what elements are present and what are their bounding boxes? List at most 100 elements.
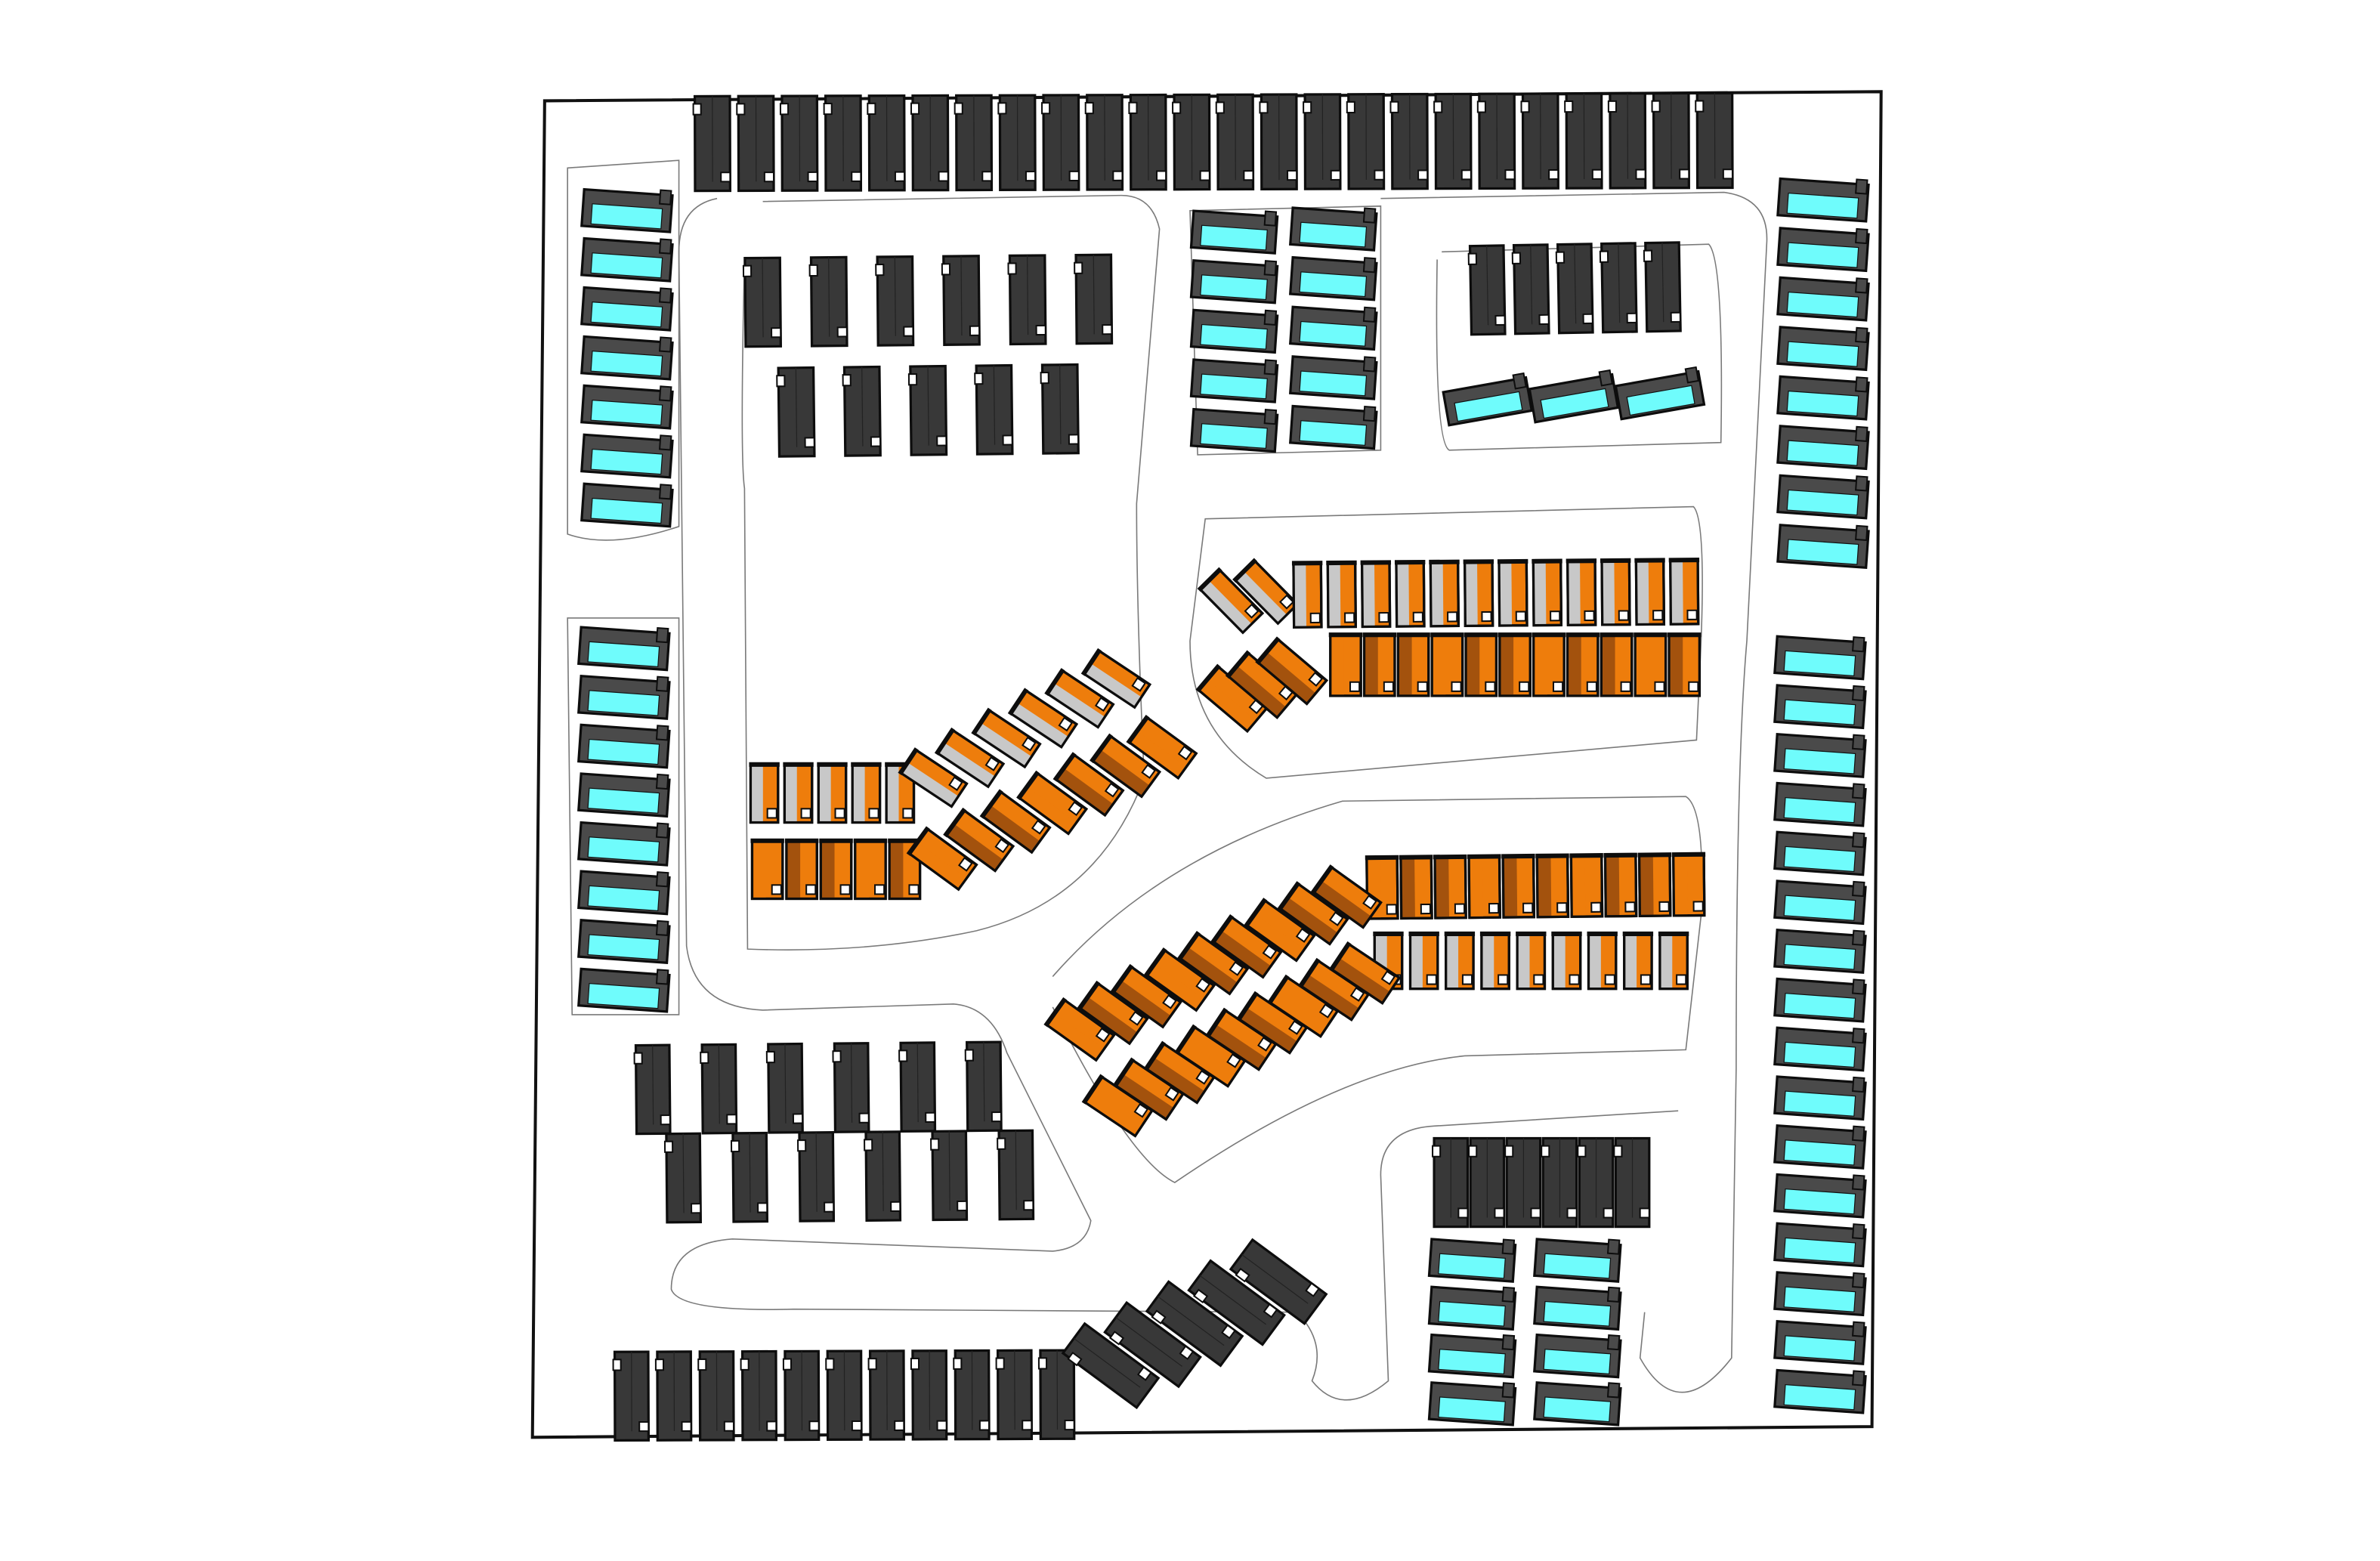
orange-housing-unit	[1310, 864, 1383, 929]
orange-housing-unit	[1126, 715, 1198, 780]
orange-housing-unit	[1255, 636, 1328, 706]
dark-housing-unit	[1520, 92, 1559, 190]
orange-housing-unit	[1467, 854, 1501, 920]
cyan-housing-unit	[1776, 276, 1870, 322]
orange-gray-housing-unit	[1080, 648, 1152, 709]
orange-housing-unit	[1177, 930, 1250, 996]
dark-housing-unit	[1577, 1136, 1615, 1229]
cyan-housing-unit	[1773, 1124, 1867, 1170]
orange-housing-unit	[1668, 632, 1702, 697]
dark-housing-unit	[1128, 93, 1167, 191]
dark-housing-unit	[1346, 93, 1386, 190]
dark-housing-unit	[930, 1130, 969, 1222]
cyan-housing-unit	[580, 335, 674, 381]
orange-housing-unit	[1430, 632, 1464, 697]
dark-housing-unit	[697, 1350, 735, 1442]
dark-housing-unit	[823, 94, 863, 192]
cyan-housing-unit	[1427, 1285, 1517, 1331]
cyan-housing-unit	[1773, 1222, 1867, 1268]
orange-housing-unit	[1566, 632, 1600, 697]
dark-housing-unit	[776, 366, 816, 458]
cyan-housing-unit	[1773, 1319, 1867, 1365]
dark-housing-unit	[796, 1131, 836, 1223]
orange-housing-unit	[784, 838, 819, 901]
cyan-housing-unit	[1773, 684, 1867, 730]
dark-housing-unit	[1564, 92, 1603, 190]
orange-gray-housing-unit	[1600, 558, 1631, 626]
orange-gray-housing-unit	[1007, 688, 1079, 749]
cyan-housing-unit	[1614, 366, 1706, 421]
dark-housing-unit	[941, 255, 981, 346]
cyan-housing-unit	[1776, 425, 1870, 471]
orange-gray-housing-unit	[783, 762, 814, 824]
dark-housing-unit	[1541, 1136, 1578, 1229]
orange-housing-unit	[1143, 947, 1216, 1012]
orange-gray-housing-unit	[1232, 558, 1300, 626]
dark-housing-unit	[692, 94, 732, 193]
orange-gray-housing-unit	[934, 727, 1006, 789]
cyan-housing-unit	[1533, 1238, 1622, 1283]
dark-housing-unit	[736, 94, 775, 193]
dark-housing-unit	[875, 255, 915, 347]
orange-housing-unit	[1569, 853, 1604, 918]
dark-housing-unit	[1599, 242, 1638, 334]
dark-housing-unit	[1074, 253, 1114, 345]
orange-housing-unit	[1077, 980, 1149, 1046]
cyan-housing-unit	[1189, 308, 1279, 354]
orange-gray-housing-unit	[1360, 560, 1392, 629]
orange-gray-housing-unit	[1429, 559, 1460, 628]
orange-housing-unit	[1362, 632, 1397, 697]
orange-housing-unit	[1399, 855, 1433, 920]
cyan-housing-unit	[1427, 1381, 1517, 1427]
orange-gray-housing-unit	[1463, 559, 1494, 628]
dark-housing-unit	[1476, 92, 1516, 190]
orange-gray-housing-unit	[971, 707, 1042, 769]
dark-housing-unit	[1389, 92, 1429, 190]
cyan-housing-unit	[1189, 407, 1279, 453]
cyan-housing-unit	[1288, 305, 1378, 351]
dark-housing-unit	[1041, 94, 1080, 191]
orange-housing-unit	[1210, 914, 1283, 979]
orange-housing-unit	[1603, 852, 1638, 918]
dark-housing-unit	[864, 1130, 902, 1222]
dark-housing-unit	[1303, 93, 1342, 190]
dark-housing-unit	[832, 1042, 870, 1133]
orange-gray-housing-unit	[817, 762, 848, 824]
dark-housing-unit	[1643, 241, 1682, 333]
cyan-housing-unit	[1189, 358, 1279, 403]
cyan-housing-unit	[1773, 1368, 1867, 1414]
dark-housing-unit	[974, 363, 1014, 456]
dark-housing-unit	[1215, 93, 1255, 191]
dark-housing-unit	[964, 1040, 1003, 1133]
orange-housing-unit	[1043, 997, 1116, 1062]
cyan-housing-unit	[1776, 524, 1870, 570]
dark-housing-unit	[742, 256, 783, 348]
dark-housing-unit	[1504, 1136, 1542, 1229]
orange-housing-unit	[1297, 957, 1371, 1022]
cyan-housing-unit	[1773, 1271, 1867, 1317]
cyan-housing-unit	[577, 626, 671, 672]
orange-housing-unit	[1535, 853, 1570, 919]
orange-housing-unit	[1174, 1024, 1247, 1088]
orange-gray-housing-unit	[1479, 931, 1511, 991]
orange-gray-housing-unit	[1444, 931, 1476, 991]
orange-gray-housing-unit	[1197, 567, 1265, 635]
orange-housing-unit	[906, 826, 978, 892]
cyan-housing-unit	[1533, 1285, 1622, 1331]
cyan-housing-unit	[1189, 258, 1279, 304]
dark-housing-unit	[898, 1041, 937, 1133]
cyan-housing-unit	[1776, 227, 1870, 273]
cyan-housing-unit	[1442, 372, 1534, 427]
cyan-housing-unit	[1427, 1238, 1517, 1283]
dark-housing-unit	[1037, 1349, 1076, 1440]
dark-housing-unit	[1468, 1136, 1506, 1229]
cyan-housing-unit	[577, 674, 671, 720]
dark-housing-unit	[1103, 1300, 1202, 1389]
orange-housing-unit	[943, 807, 1015, 873]
cyan-housing-unit	[577, 919, 671, 965]
cyan-housing-unit	[1288, 255, 1378, 301]
orange-housing-unit	[1090, 733, 1161, 799]
dark-housing-unit	[1187, 1259, 1286, 1346]
cyan-housing-unit	[580, 384, 674, 430]
